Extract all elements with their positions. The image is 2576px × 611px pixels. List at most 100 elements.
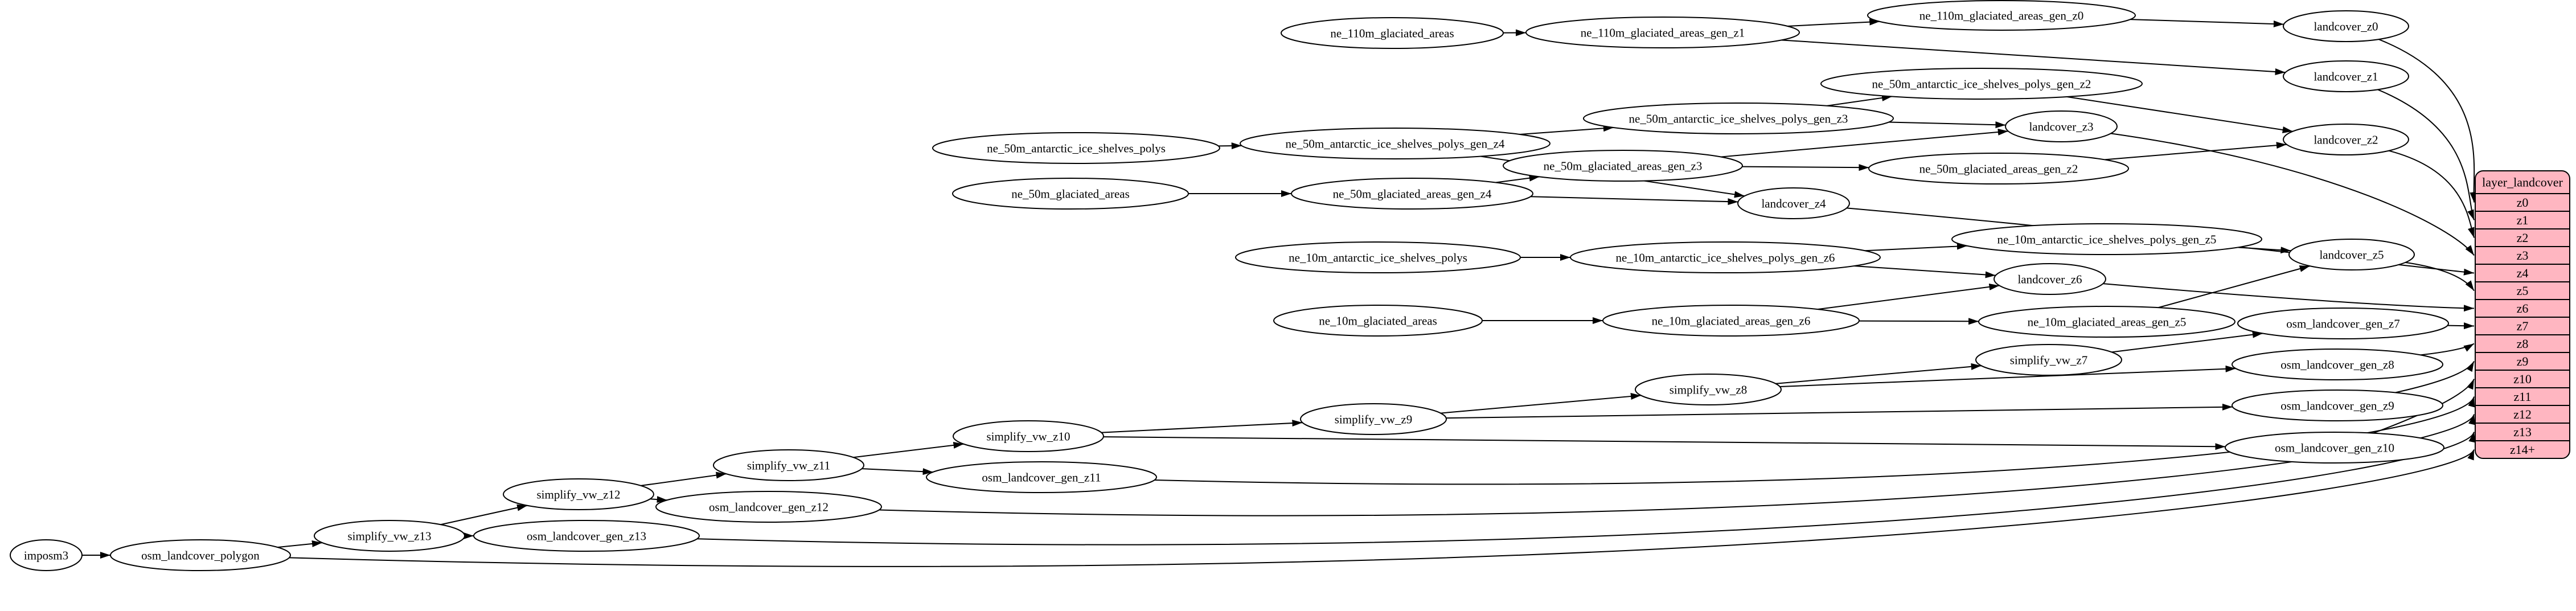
edge-ne_50m_glaciated_areas_gen_z3-to-ne_50m_glaciated_areas_gen_z2 [1742,164,1869,171]
edge-ne_10m_glaciated_areas_gen_z6-to-landcover_z6 [1818,283,2000,310]
node-shape-ne_50m_glaciated_areas_gen_z3 [1503,150,1743,182]
node-label-imposm3: imposm3 [24,548,68,562]
node-shape-simplify_vw_z12 [503,478,654,510]
node-ne_110m_glaciated_areas_gen_z0: ne_110m_glaciated_areas_gen_z0 [1867,0,2136,31]
table-row-z0: z0 [2517,195,2529,210]
node-shape-osm_landcover_polygon [110,539,291,571]
edge-simplify_vw_z9-to-osm_landcover_gen_z9 [1446,403,2233,419]
node-label-ne_50m_antarctic_ice_shelves_polys_gen_z3: ne_50m_antarctic_ice_shelves_polys_gen_z… [1629,112,1848,125]
edge-ne_50m_glaciated_areas_gen_z3-to-landcover_z3 [1721,128,2008,158]
node-label-simplify_vw_z8: simplify_vw_z8 [1670,383,1748,396]
node-shape-osm_landcover_gen_z12 [655,491,882,523]
edge-ne_110m_glaciated_areas_gen_z1-to-landcover_z1 [1781,39,2286,76]
node-ne_10m_glaciated_areas: ne_10m_glaciated_areas [1273,305,1483,337]
edge-ne_10m_antarctic_ice_shelves_polys_gen_z6-to-ne_10m_antarctic_ice_shelves_polys_gen_z5 [1865,243,1967,252]
table-row-z10: z10 [2513,372,2532,386]
node-shape-osm_landcover_gen_z13 [473,520,700,552]
node-label-landcover_z1: landcover_z1 [2314,69,2378,83]
node-shape-ne_50m_glaciated_areas_gen_z2 [1868,153,2129,184]
table-row-z6: z6 [2517,301,2529,315]
edge-landcover_z6-to-layer-z6 [2103,283,2475,312]
table-row-z11: z11 [2514,389,2532,404]
node-shape-simplify_vw_z8 [1635,374,1782,405]
edge-ne_10m_glaciated_areas_gen_z6-to-ne_10m_glaciated_areas_gen_z5 [1859,318,1979,325]
edge-simplify_vw_z12-to-simplify_vw_z11 [641,471,727,486]
edge-ne_50m_glaciated_areas_gen_z4-to-landcover_z4 [1530,196,1738,206]
node-ne_110m_glaciated_areas_gen_z1: ne_110m_glaciated_areas_gen_z1 [1525,17,1800,48]
node-landcover_z0: landcover_z0 [2283,10,2409,42]
node-shape-ne_50m_antarctic_ice_shelves_polys_gen_z2 [1820,68,2143,100]
edge-osm_landcover_polygon-to-layer-z14+ [289,449,2475,567]
node-label-ne_10m_antarctic_ice_shelves_polys: ne_10m_antarctic_ice_shelves_polys [1289,251,1467,264]
layer-landcover-table: layer_landcoverz0z1z2z3z4z5z6z7z8z9z10z1… [2475,170,2570,459]
node-shape-ne_50m_antarctic_ice_shelves_polys [932,132,1220,164]
node-shape-osm_landcover_gen_z11 [926,461,1157,493]
node-simplify_vw_z12: simplify_vw_z12 [503,478,654,510]
table-outline [2475,170,2570,459]
edge-landcover_z3-to-layer-z3 [2111,133,2475,256]
node-ne_10m_glaciated_areas_gen_z6: ne_10m_glaciated_areas_gen_z6 [1602,305,1860,337]
node-label-osm_landcover_gen_z9: osm_landcover_gen_z9 [2280,399,2394,412]
edge-ne_50m_antarctic_ice_shelves_polys_gen_z2-to-landcover_z2 [2066,96,2293,133]
node-ne_10m_antarctic_ice_shelves_polys: ne_10m_antarctic_ice_shelves_polys [1235,241,1521,273]
edge-ne_50m_glaciated_areas_gen_z4-to-ne_50m_glaciated_areas_gen_z3 [1495,174,1540,183]
node-label-landcover_z4: landcover_z4 [1761,196,1826,210]
node-shape-simplify_vw_z11 [713,449,864,481]
node-label-ne_10m_glaciated_areas_gen_z5: ne_10m_glaciated_areas_gen_z5 [2028,315,2187,329]
node-shape-osm_landcover_gen_z7 [2237,307,2449,339]
edge-ne_50m_antarctic_ice_shelves_polys_gen_z3-to-landcover_z3 [1888,121,2006,129]
node-landcover_z1: landcover_z1 [2283,60,2409,92]
node-shape-ne_10m_antarctic_ice_shelves_polys [1235,241,1521,273]
node-label-ne_10m_antarctic_ice_shelves_polys_gen_z5: ne_10m_antarctic_ice_shelves_polys_gen_z… [1997,232,2217,246]
node-landcover_z6: landcover_z6 [1993,263,2106,295]
edge-simplify_vw_z9-to-simplify_vw_z8 [1440,393,1642,414]
node-label-ne_50m_glaciated_areas_gen_z4: ne_50m_glaciated_areas_gen_z4 [1333,187,1492,200]
edge-landcover_z1-to-layer-z1 [2377,89,2475,220]
node-label-ne_50m_glaciated_areas_gen_z2: ne_50m_glaciated_areas_gen_z2 [1919,162,2078,175]
table-row-z1: z1 [2517,213,2529,227]
table-row-z2: z2 [2517,231,2529,245]
edge-osm_landcover_gen_z11-to-layer-z11 [1154,396,2475,485]
node-ne_110m_glaciated_areas: ne_110m_glaciated_areas [1281,17,1504,49]
node-label-landcover_z5: landcover_z5 [2319,248,2384,261]
edge-osm_landcover_gen_z9-to-layer-z9 [2395,360,2475,393]
node-shape-osm_landcover_gen_z10 [2225,432,2444,464]
edge-simplify_vw_z10-to-osm_landcover_gen_z10 [1103,436,2226,450]
edge-simplify_vw_z13-to-simplify_vw_z12 [440,504,528,526]
node-shape-landcover_z1 [2283,60,2409,92]
edge-simplify_vw_z12-to-osm_landcover_gen_z12 [650,496,667,503]
node-shape-landcover_z4 [1737,187,1850,219]
node-shape-ne_10m_antarctic_ice_shelves_polys_gen_z6 [1570,241,1881,273]
node-shape-simplify_vw_z13 [314,520,465,552]
edge-osm_landcover_gen_z12-to-layer-z12 [879,414,2475,516]
node-osm_landcover_gen_z8: osm_landcover_gen_z8 [2232,348,2443,380]
node-shape-landcover_z5 [2288,239,2415,270]
node-label-ne_10m_glaciated_areas: ne_10m_glaciated_areas [1319,314,1437,327]
table-row-z3: z3 [2517,248,2529,263]
node-shape-ne_10m_glaciated_areas_gen_z6 [1602,305,1860,337]
node-shape-ne_10m_glaciated_areas_gen_z5 [1978,306,2235,338]
node-landcover_z5: landcover_z5 [2288,239,2415,270]
node-landcover_z2: landcover_z2 [2283,124,2409,155]
node-shape-osm_landcover_gen_z9 [2232,389,2443,421]
node-osm_landcover_gen_z13: osm_landcover_gen_z13 [473,520,700,552]
node-simplify_vw_z10: simplify_vw_z10 [953,420,1104,452]
edge-ne_10m_antarctic_ice_shelves_polys_gen_z5-to-landcover_z5 [2237,247,2291,254]
edge-ne_10m_antarctic_ice_shelves_polys_gen_z6-to-landcover_z6 [1853,265,1996,278]
node-label-ne_10m_glaciated_areas_gen_z6: ne_10m_glaciated_areas_gen_z6 [1652,314,1811,327]
node-label-landcover_z3: landcover_z3 [2029,120,2093,133]
node-label-simplify_vw_z9: simplify_vw_z9 [1335,412,1413,426]
node-label-simplify_vw_z11: simplify_vw_z11 [747,458,830,472]
edge-ne_50m_antarctic_ice_shelves_polys_gen_z3-to-ne_50m_antarctic_ice_shelves_polys_gen_z2 [1827,95,1893,106]
table-row-z13: z13 [2513,425,2532,439]
edge-ne_110m_glaciated_areas_gen_z1-to-ne_110m_glaciated_areas_gen_z0 [1787,18,1880,27]
edge-simplify_vw_z8-to-osm_landcover_gen_z8 [1779,365,2236,387]
node-ne_10m_glaciated_areas_gen_z5: ne_10m_glaciated_areas_gen_z5 [1978,306,2235,338]
table-row-z5: z5 [2517,284,2529,298]
edge-ne_50m_glaciated_areas_gen_z2-to-landcover_z2 [2105,142,2287,161]
node-label-osm_landcover_gen_z8: osm_landcover_gen_z8 [2280,358,2394,371]
edge-osm_landcover_gen_z8-to-layer-z8 [2420,343,2475,356]
node-label-simplify_vw_z12: simplify_vw_z12 [537,487,621,501]
